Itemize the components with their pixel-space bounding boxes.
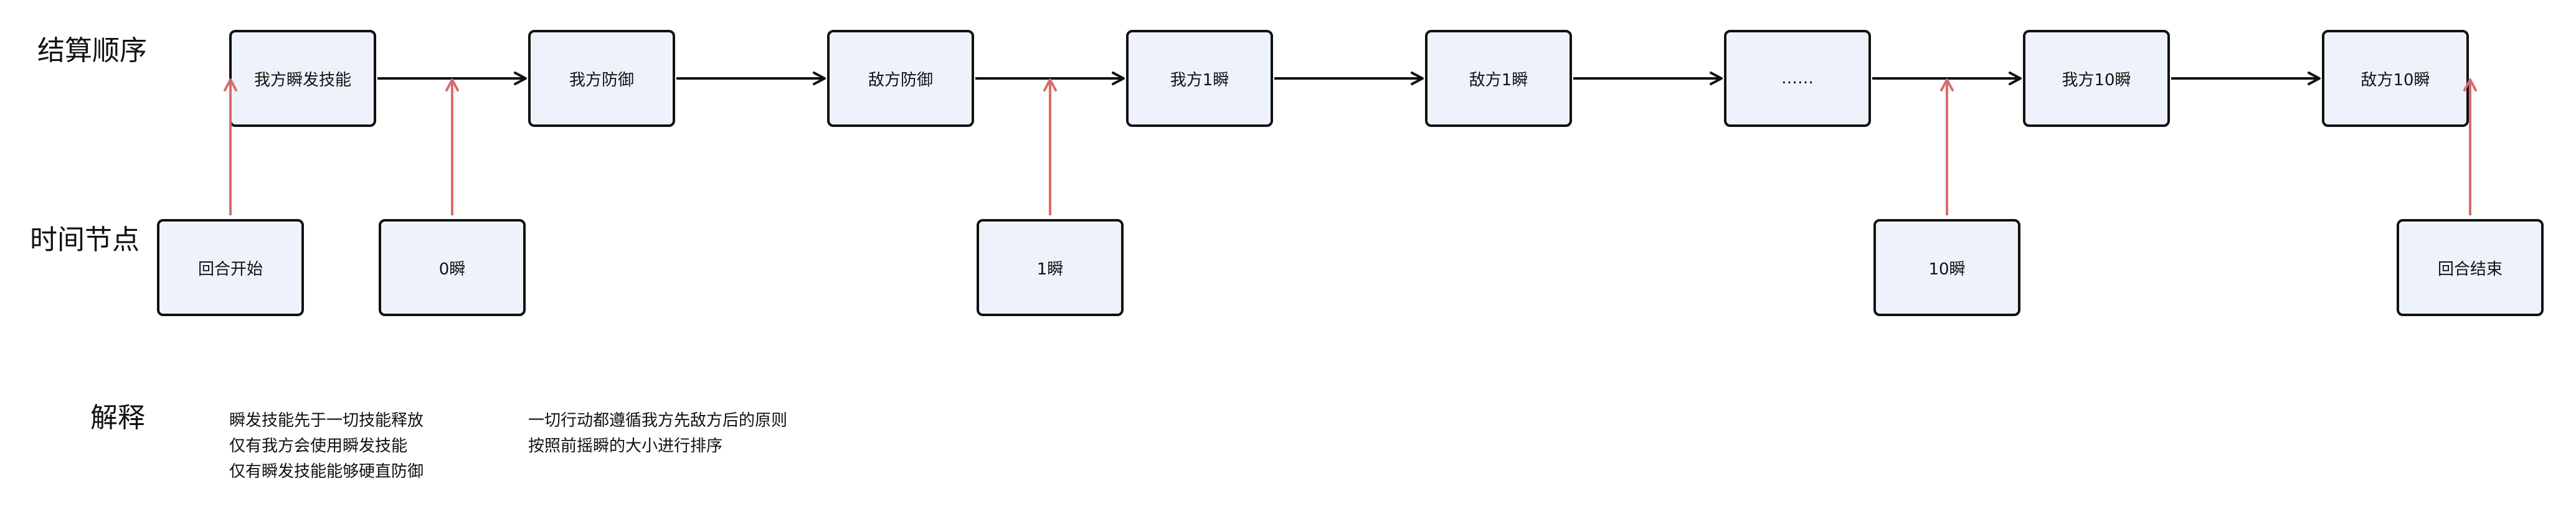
time-node-ten: 10瞬 (1873, 219, 2020, 316)
sequence-node-our-10: 我方10瞬 (2023, 30, 2170, 127)
explanation-note: 按照前摇瞬的大小进行排序 (528, 437, 723, 456)
time-node-zero: 0瞬 (379, 219, 526, 316)
settlement-order-label: 结算顺序 (37, 35, 147, 67)
sequence-node-enemy-defense: 敌方防御 (827, 30, 974, 127)
sequence-node-instant-skill: 我方瞬发技能 (229, 30, 376, 127)
sequence-node-enemy-10: 敌方10瞬 (2322, 30, 2469, 127)
sequence-node-our-defense: 我方防御 (528, 30, 675, 127)
time-node-one: 1瞬 (977, 219, 1124, 316)
explanation-note: 瞬发技能先于一切技能释放 (229, 411, 424, 430)
explanation-note: 仅有我方会使用瞬发技能 (229, 437, 408, 456)
time-node-round-end: 回合结束 (2397, 219, 2544, 316)
time-node-round-start: 回合开始 (157, 219, 304, 316)
explanation-notes-left: 瞬发技能先于一切技能释放 仅有我方会使用瞬发技能 仅有瞬发技能能够硬直防御 (229, 408, 424, 485)
sequence-node-enemy-1: 敌方1瞬 (1425, 30, 1572, 127)
sequence-node-ellipsis: …… (1724, 30, 1871, 127)
explanation-notes-right: 一切行动都遵循我方先敌方后的原则 按照前摇瞬的大小进行排序 (528, 408, 787, 459)
time-points-label: 时间节点 (30, 224, 140, 256)
explanation-note: 一切行动都遵循我方先敌方后的原则 (528, 411, 788, 430)
explanation-note: 仅有瞬发技能能够硬直防御 (229, 462, 424, 481)
explanation-label: 解释 (90, 402, 145, 434)
sequence-node-our-1: 我方1瞬 (1126, 30, 1273, 127)
